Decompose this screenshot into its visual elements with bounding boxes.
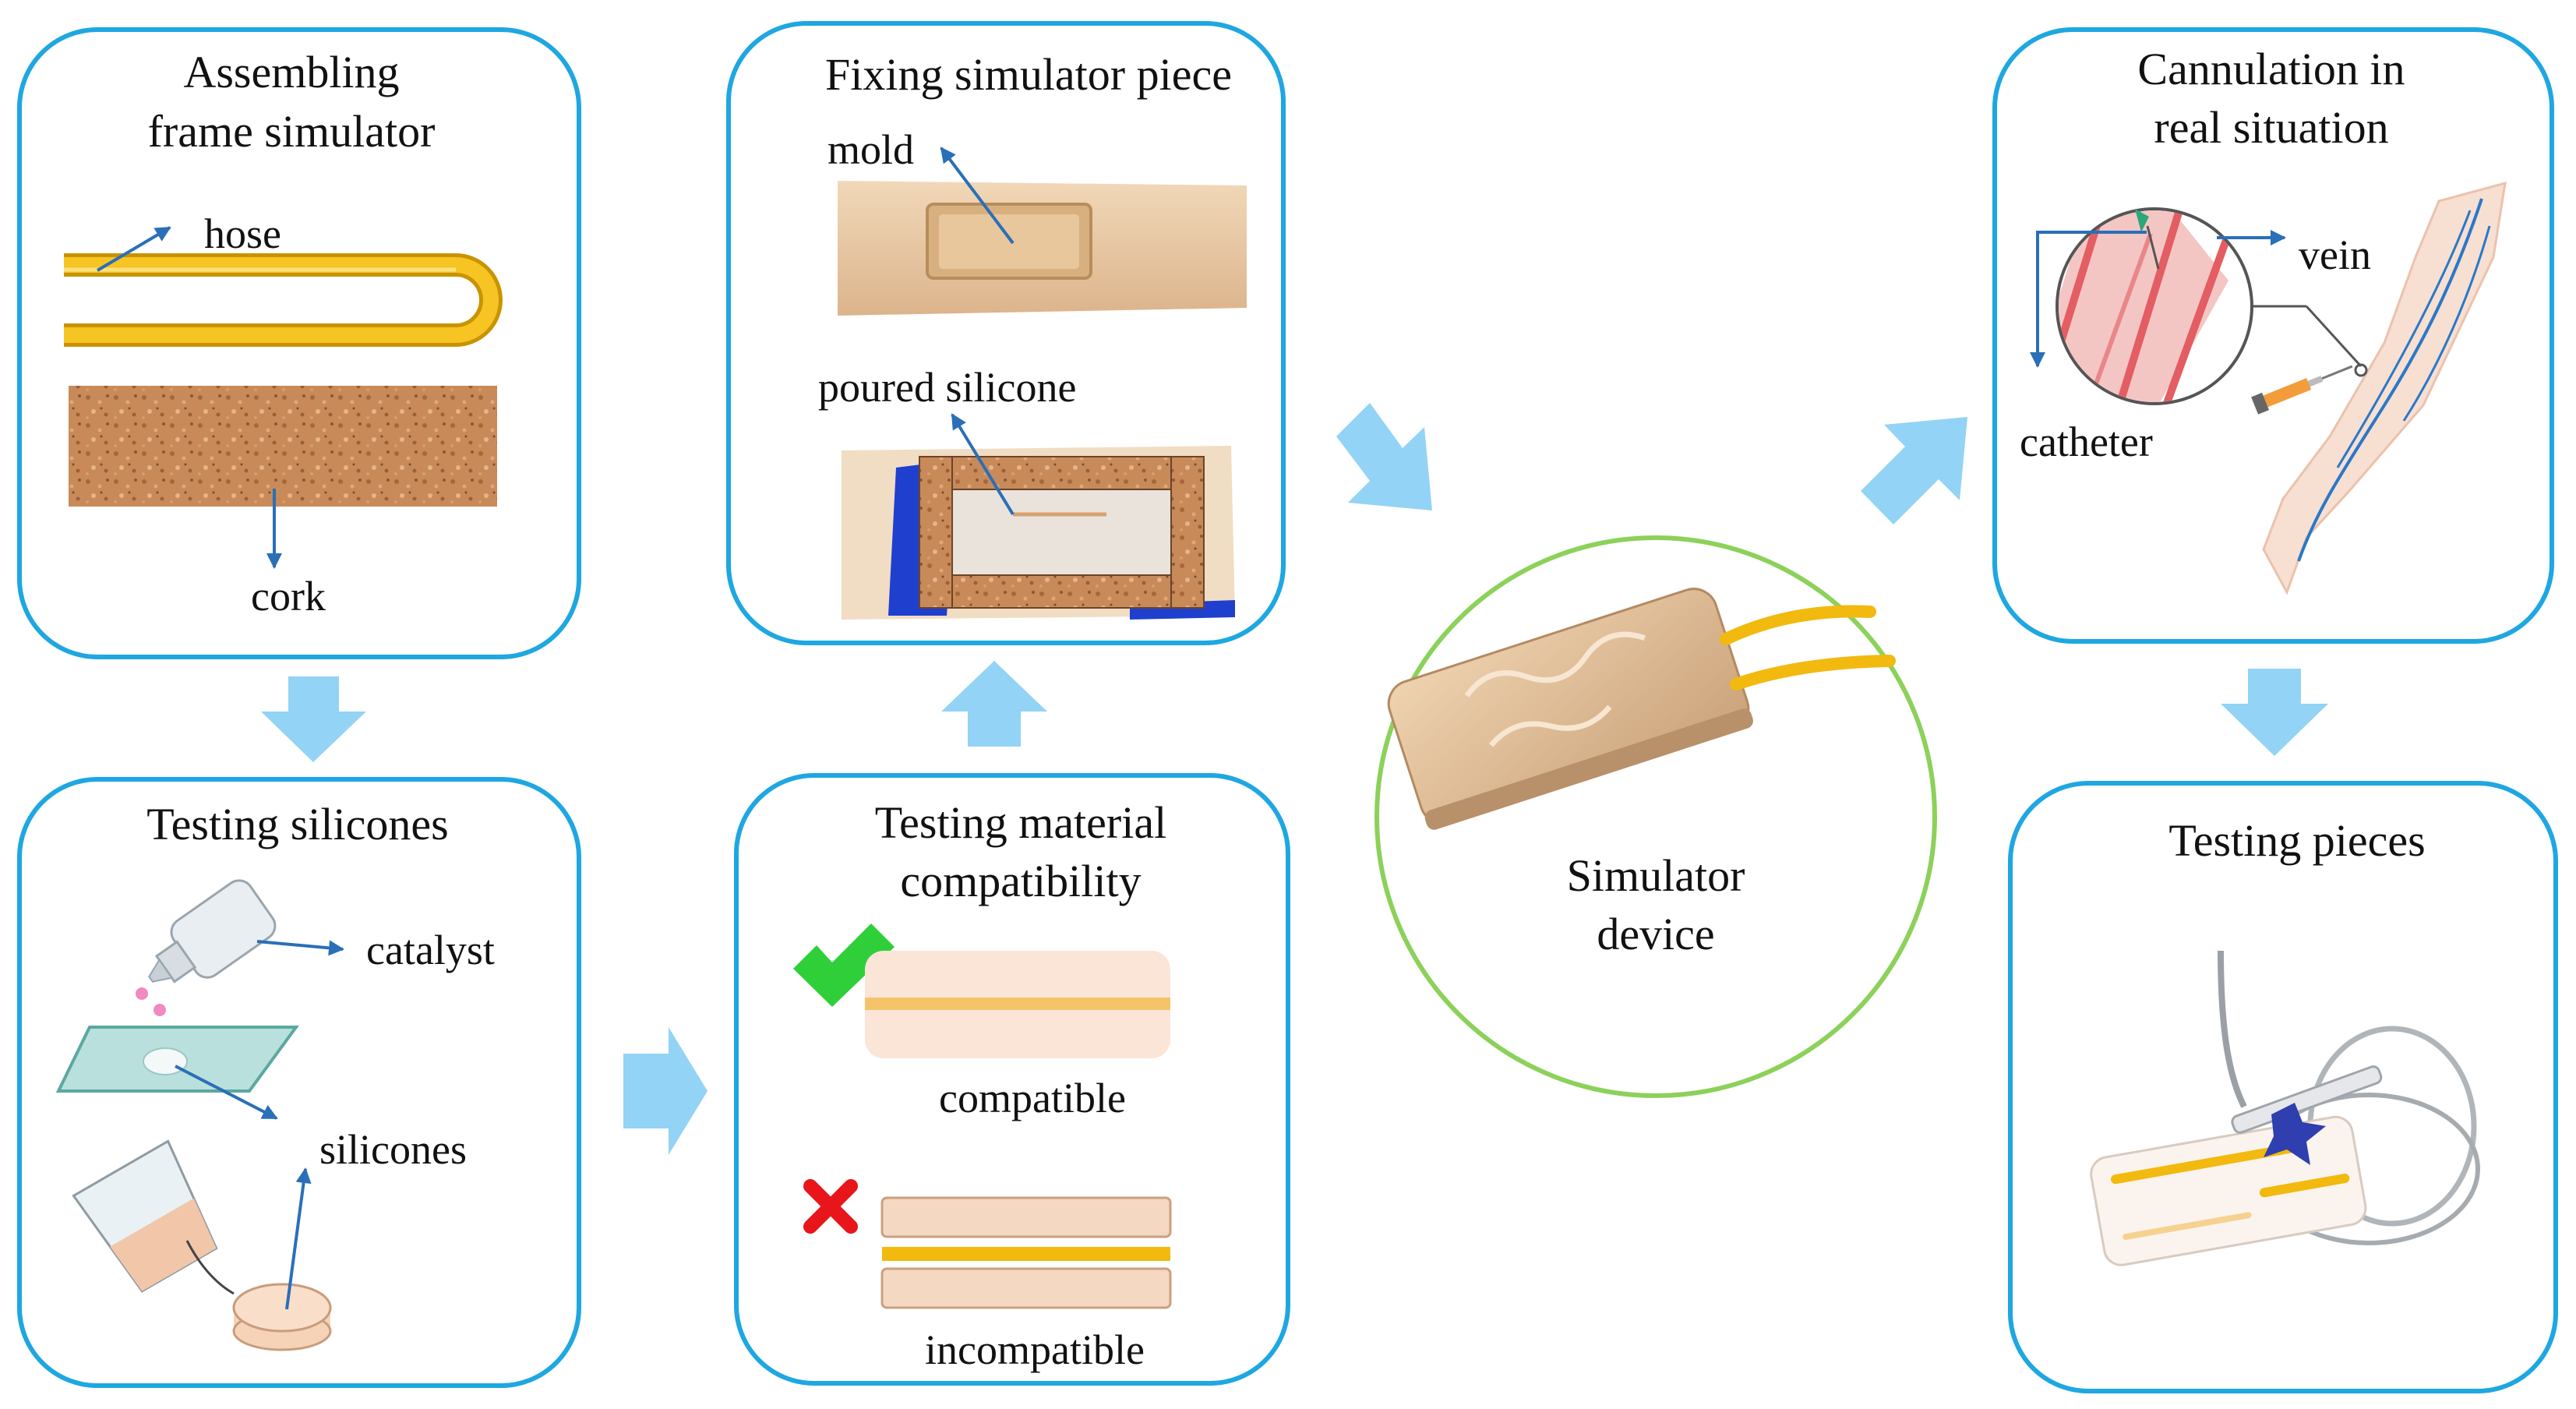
- compatibility-title-line2: compatibility: [900, 856, 1141, 906]
- catalyst-label: catalyst: [366, 927, 495, 973]
- stopcock-icon: [2264, 1103, 2326, 1165]
- flow-arrow-up: [941, 661, 1047, 747]
- assembling-title-line2: frame simulator: [148, 106, 436, 157]
- cannulation-title-line2: real situation: [2154, 102, 2388, 153]
- testing-silicones-title: Testing silicones: [146, 799, 448, 849]
- panel-assembling: Assembling frame simulator hose cork: [17, 27, 581, 659]
- vein-label: vein: [2299, 231, 2371, 278]
- panel-testing-pieces: Testing pieces: [2008, 781, 2558, 1393]
- panel-compatibility: Testing material compatibility compatibl…: [734, 773, 1290, 1386]
- catalyst-bottle-icon: [148, 879, 277, 983]
- assembling-title-line1: Assembling: [183, 47, 399, 97]
- catheter-needle: [2135, 209, 2149, 232]
- compatibility-title-line1: Testing material: [875, 797, 1166, 848]
- simulator-device-circle: Simulator device: [1374, 535, 1937, 1098]
- flow-arrows: [261, 403, 2328, 1155]
- incompatible-sample: [880, 1196, 1172, 1309]
- check-icon: [793, 923, 895, 1007]
- poured-silicone-label: poured silicone: [818, 364, 1076, 411]
- fixing-title: Fixing simulator piece: [825, 49, 1232, 100]
- cannulation-title-line1: Cannulation in: [2137, 44, 2405, 94]
- poured-silicone-photo: [842, 446, 1235, 620]
- flow-arrow-down-2: [2221, 669, 2328, 756]
- flow-arrow-diag-down: [1336, 403, 1432, 510]
- flow-arrow-right: [623, 1027, 708, 1155]
- simulator-label-line2: device: [1597, 909, 1714, 959]
- panel-testing-silicones: Testing silicones catalyst silicones: [17, 777, 581, 1388]
- simulator-tube-1: [1720, 605, 1876, 645]
- testing-pieces-photo: [2090, 950, 2480, 1266]
- cross-icon: [803, 1179, 858, 1234]
- mold-label: mold: [827, 126, 914, 173]
- cork-label: cork: [251, 573, 326, 620]
- simulator-device-photo: [1387, 588, 1753, 830]
- testing-pieces-title: Testing pieces: [2168, 815, 2425, 866]
- catheter-label: catheter: [2020, 418, 2153, 465]
- beaker-icon: [72, 1139, 218, 1293]
- incompatible-label: incompatible: [925, 1326, 1145, 1373]
- panel-cannulation: Cannulation in real situation: [1992, 27, 2554, 644]
- simulator-label-line1: Simulator: [1567, 850, 1745, 901]
- panel-fixing: Fixing simulator piece mold poured silic…: [726, 21, 1286, 645]
- simulator-tube-2: [1730, 655, 1896, 690]
- flow-arrow-diag-up: [1861, 417, 1967, 524]
- hose-label: hose: [204, 210, 281, 257]
- silicones-label: silicones: [319, 1126, 467, 1173]
- compatible-label: compatible: [939, 1075, 1126, 1121]
- syringe-icon: [2251, 365, 2353, 415]
- flow-arrow-down-1: [261, 676, 366, 762]
- cork-block: [69, 386, 497, 507]
